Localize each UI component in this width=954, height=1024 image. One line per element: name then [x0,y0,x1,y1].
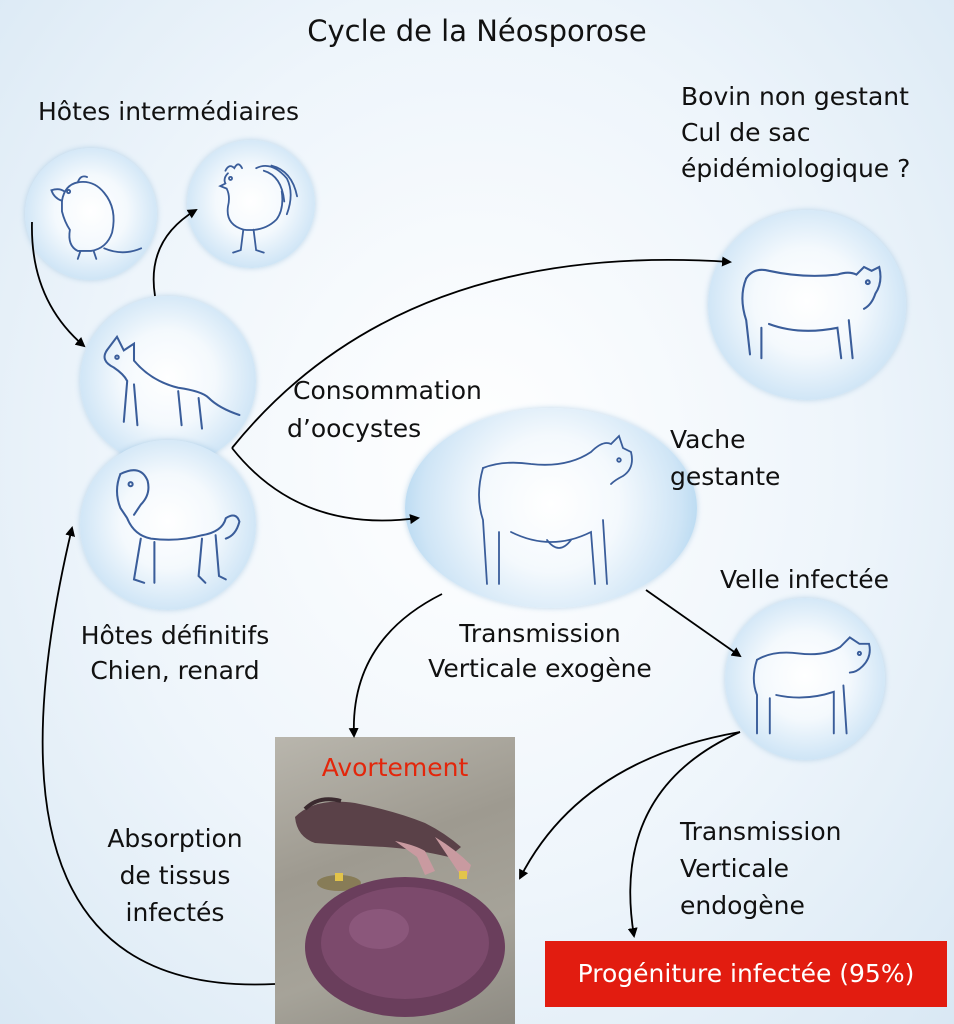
fox-bubble [80,296,256,466]
calf-icon [752,636,871,735]
fox-icon [103,334,241,430]
rooster-icon [218,163,298,254]
arrow-definitive-to-cow [231,256,732,449]
calf-bubble [725,598,885,760]
arrow-calf-to-abortion [519,731,741,880]
arrow-cow-to-abortion [348,593,443,738]
cow-bubble [708,210,906,400]
page-title: Cycle de la Néosporose [307,14,647,48]
arrow-abortion-to-dog [41,526,276,986]
pregnant-cow-bubble [405,408,697,608]
arrow-cow-to-calf [645,589,742,658]
definitive-hosts-label-2: Chien, renard [90,656,260,685]
infected-offspring-box: Progéniture infectée (95%) [545,941,947,1007]
pregnant-cow-icon [478,434,633,585]
rat-icon [50,175,143,260]
abortion-photo: Avortement [275,737,515,1024]
absorption-label-1: Absorption [107,824,243,853]
absorption-label-3: infectés [125,898,225,927]
consumption-label-2: d’oocystes [287,414,422,443]
arrow-rat-to-fox [31,221,86,348]
pregnant-cow-label-1: Vache [670,425,746,454]
rooster-bubble [187,140,315,268]
non-gestant-label-1: Bovin non gestant [681,82,909,111]
cow-icon [741,265,882,360]
non-gestant-label-3: épidémiologique ? [681,154,911,183]
consumption-label-1: Consommation [293,376,482,405]
dog-icon [115,469,241,584]
arrow-definitive-to-pregnant-cow [231,447,420,525]
endogenous-label-3: endogène [680,891,805,920]
endogenous-label-2: Verticale [680,854,789,883]
dog-bubble [80,440,256,610]
definitive-hosts-label-1: Hôtes définitifs [80,621,270,650]
intermediate-hosts-label: Hôtes intermédiaires [38,97,300,126]
endogenous-label-1: Transmission [680,817,842,846]
infected-heifer-label: Velle infectée [720,565,890,594]
abortion-label: Avortement [321,753,469,782]
arrow-fox-to-rooster [152,208,198,297]
absorption-label-2: de tissus [119,861,231,890]
pregnant-cow-label-2: gestante [670,462,781,491]
non-gestant-label-2: Cul de sac [681,118,811,147]
arrow-calf-to-offspring [627,731,741,938]
exogenous-label-1: Transmission [459,619,621,648]
exogenous-label-2: Verticale exogène [428,654,652,683]
rat-bubble [25,148,157,280]
aborted-fetus-image [295,797,505,1017]
